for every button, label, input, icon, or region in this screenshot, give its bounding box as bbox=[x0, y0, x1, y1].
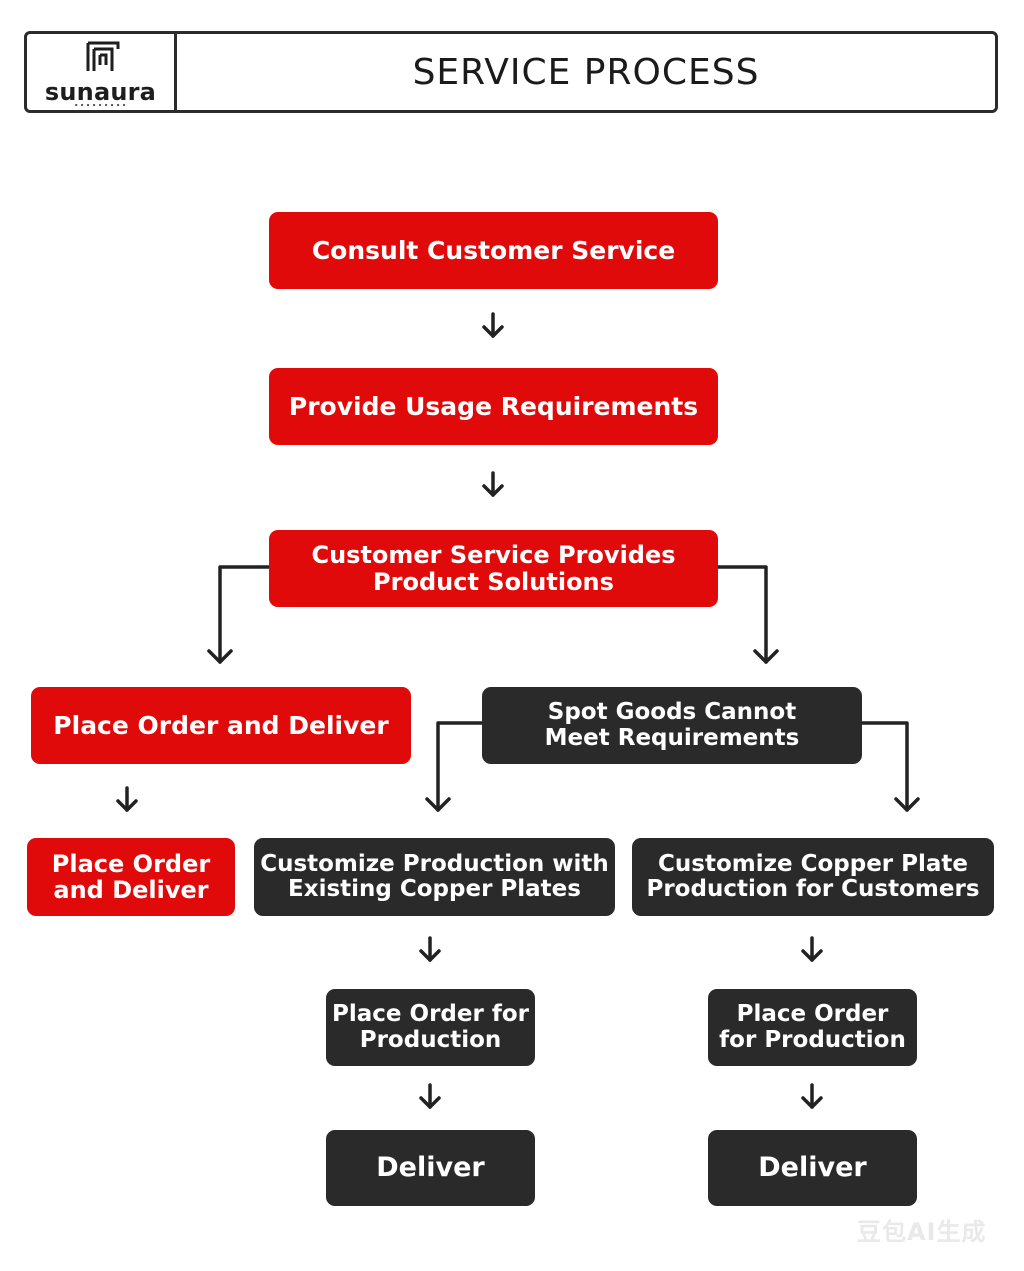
step-place-order-and-deliver: Place Order and Deliver bbox=[31, 687, 411, 764]
step-order-production-custom: Place Order for Production bbox=[708, 989, 917, 1066]
arrow-order-a-to-deliver bbox=[419, 1083, 441, 1109]
step-spot-goods-cannot-meet: Spot Goods Cannot Meet Requirements bbox=[482, 687, 862, 764]
step-deliver-existing: Deliver bbox=[326, 1130, 535, 1206]
arrow-existing-to-order bbox=[419, 936, 441, 962]
arrow-deliver-a-to-b bbox=[116, 786, 138, 812]
step-provide-usage-requirements: Provide Usage Requirements bbox=[269, 368, 718, 445]
step-order-production-existing: Place Order for Production bbox=[326, 989, 535, 1066]
step-customize-existing-plates: Customize Production with Existing Coppe… bbox=[254, 838, 615, 916]
arrow-custom-to-order bbox=[801, 936, 823, 962]
step-deliver-custom: Deliver bbox=[708, 1130, 917, 1206]
step-product-solutions: Customer Service Provides Product Soluti… bbox=[269, 530, 718, 607]
arrow-order-b-to-deliver bbox=[801, 1083, 823, 1109]
arrow-consult-to-requirements bbox=[482, 312, 504, 338]
brand-tagline: ▪ ▪ ▪ ▪ ▪ ▪ ▪ ▪ ▪ bbox=[74, 102, 127, 107]
branch-solutions-left bbox=[207, 565, 272, 664]
step-place-order-and-deliver-final: Place Order and Deliver bbox=[27, 838, 235, 916]
brand-name: sunaura bbox=[44, 78, 157, 106]
step-customize-copper-plate: Customize Copper Plate Production for Cu… bbox=[632, 838, 994, 916]
watermark: 豆包AI生成 bbox=[857, 1218, 987, 1246]
branch-solutions-right bbox=[714, 565, 779, 664]
branch-spot-left bbox=[425, 721, 486, 812]
header-bar: sunaura ▪ ▪ ▪ ▪ ▪ ▪ ▪ ▪ ▪ SERVICE PROCES… bbox=[24, 31, 998, 113]
logo: sunaura ▪ ▪ ▪ ▪ ▪ ▪ ▪ ▪ ▪ bbox=[27, 34, 177, 110]
arrow-requirements-to-solutions bbox=[482, 471, 504, 497]
branch-spot-right bbox=[858, 721, 920, 812]
page-title: SERVICE PROCESS bbox=[412, 51, 760, 93]
step-consult-customer-service: Consult Customer Service bbox=[269, 212, 718, 289]
brand-mark-icon bbox=[86, 41, 120, 71]
